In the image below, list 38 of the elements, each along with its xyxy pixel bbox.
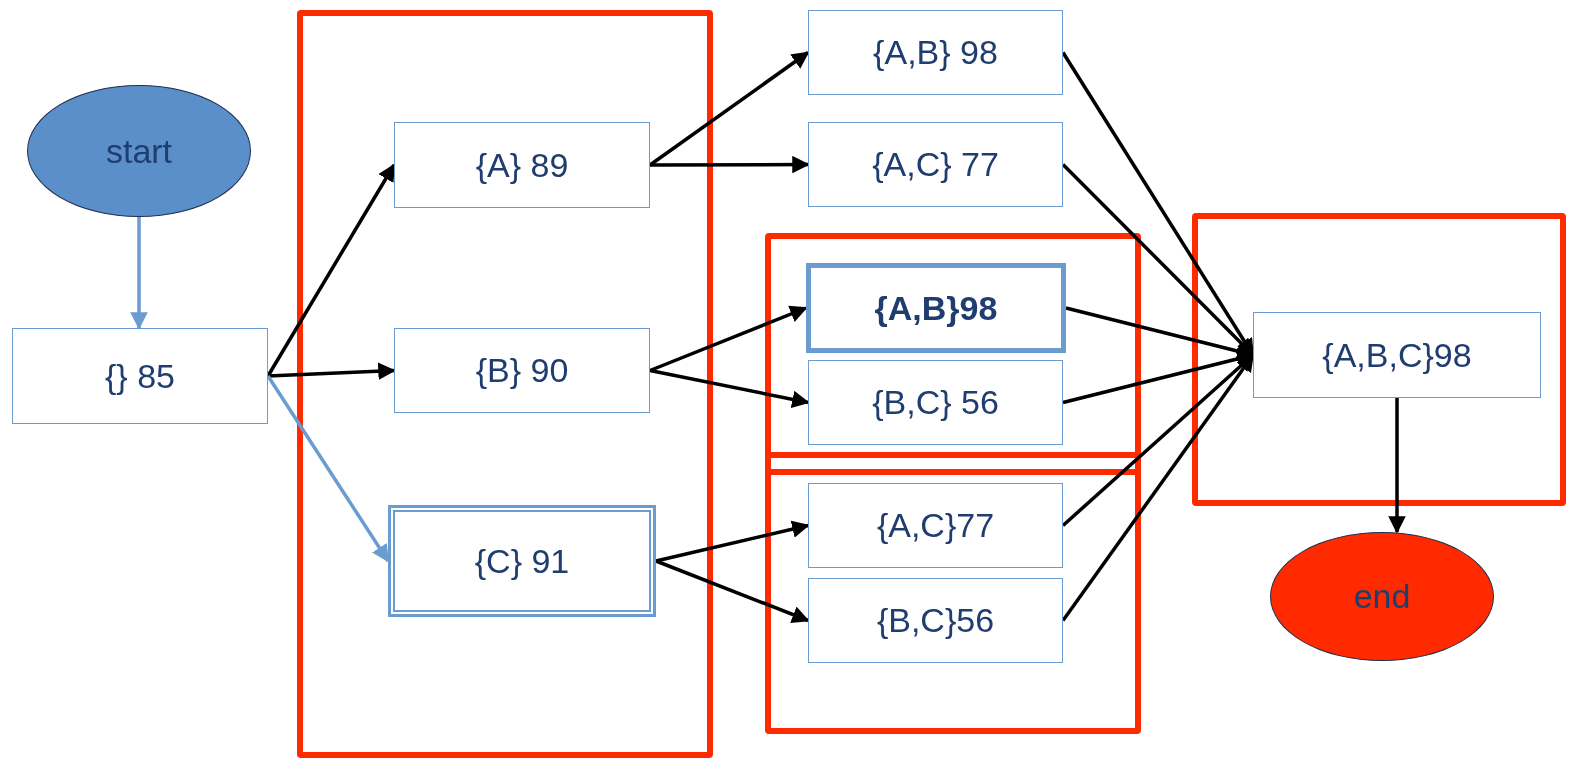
process-box: [808, 10, 1063, 95]
process-box: [808, 360, 1063, 445]
arrow: [130, 217, 148, 330]
arrow: [649, 305, 808, 373]
group-frame: [1192, 213, 1566, 506]
process-box: [808, 578, 1063, 663]
node-label: start: [105, 130, 173, 172]
node-label: {C} 91: [474, 540, 570, 582]
node-label: {A,B} 98: [873, 32, 998, 74]
node-label: {A,B,C}98: [1322, 334, 1472, 376]
node-label: {B} 90: [475, 350, 569, 392]
arrow: [267, 362, 396, 380]
process-box: [394, 328, 650, 413]
arrow: [266, 163, 396, 377]
node-label: {A,C}77: [876, 505, 995, 547]
node-label: {} 85: [105, 355, 175, 397]
node-label: {B,C} 56: [872, 382, 999, 424]
node-label: {A,C} 77: [872, 144, 999, 186]
process-box: [806, 263, 1066, 353]
arrow: [1388, 398, 1406, 534]
process-box: [12, 328, 268, 424]
process-box: [388, 505, 656, 617]
arrow: [655, 559, 810, 623]
group-frame: [765, 452, 1141, 734]
arrow: [650, 155, 810, 174]
node-label: {A} 89: [475, 144, 569, 186]
process-box: [808, 122, 1063, 207]
process-box: [394, 122, 650, 208]
group-frame: [297, 10, 713, 758]
arrow: [655, 520, 810, 563]
process-box: [1253, 312, 1541, 398]
node-label: {A,B}98: [874, 287, 998, 329]
group-frame: [765, 233, 1141, 475]
arrow: [266, 375, 390, 563]
node-label: {B,C}56: [876, 600, 995, 642]
node-label: end: [1353, 576, 1411, 618]
process-box: [808, 483, 1063, 568]
arrow: [649, 368, 810, 408]
